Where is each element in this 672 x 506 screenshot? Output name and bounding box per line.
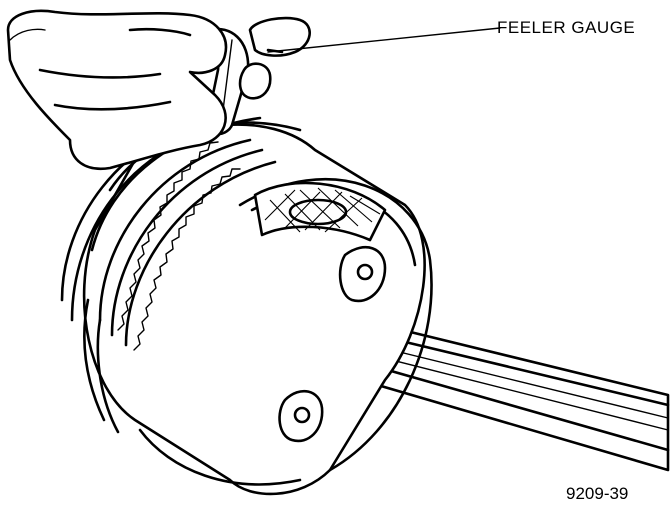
piston [82,116,433,496]
hand [6,9,311,171]
feeler-gauge-label: FEELER GAUGE [497,18,636,37]
callout-leader-line [267,27,501,53]
figure-number: 9209-39 [566,484,629,503]
piston-rings [60,116,277,434]
